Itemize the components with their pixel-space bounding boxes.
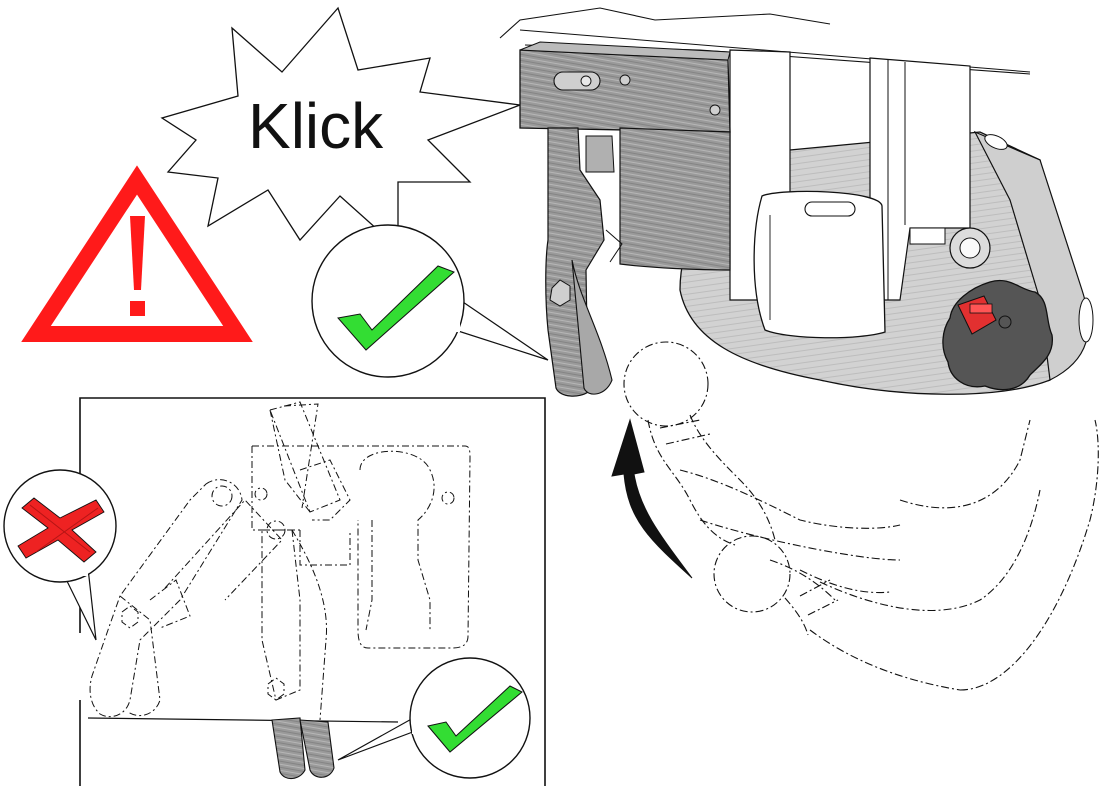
bolt-icon: [909, 227, 991, 269]
checkmark-icon: [427, 685, 523, 753]
check-bubble-bottom: [337, 657, 531, 779]
tow-ball-neck: [623, 341, 1099, 691]
curved-arrow-icon: [611, 418, 693, 579]
warning-triangle-icon: [21, 165, 253, 342]
checkmark-icon: [337, 265, 455, 351]
klick-text: Klick: [248, 90, 384, 162]
cross-icon: [17, 497, 105, 563]
inset-panel: [79, 397, 546, 786]
klick-callout: Klick: [160, 6, 521, 250]
check-bubble-top: [311, 224, 549, 378]
hitch-assembly-top: [499, 7, 1094, 397]
cross-bubble: [3, 469, 117, 641]
lock-knob-icon: [942, 279, 1053, 391]
